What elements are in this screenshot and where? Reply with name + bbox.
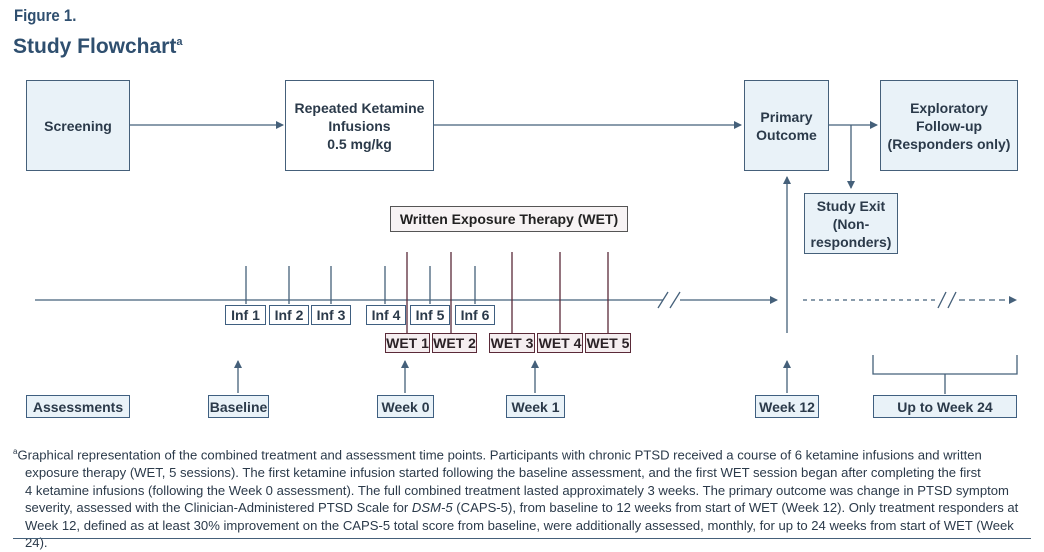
assessment-week24: Up to Week 24 [873,395,1017,418]
footnote-line-2: exposure therapy (WET, 5 sessions). The … [25,464,981,480]
figure-label: Figure 1. [14,6,77,25]
footnote: aGraphical representation of the combine… [13,443,1035,552]
study-exit-box: Study Exit (Non- responders) [804,193,898,254]
screening-box: Screening [26,80,130,171]
wet-tag-2: WET 2 [432,333,477,353]
infusion-tag-6: Inf 6 [455,305,495,325]
exploratory-followup-box: Exploratory Follow-up (Responders only) [880,80,1018,171]
title-footnote-marker: a [176,36,183,48]
primary-outcome-box: Primary Outcome [744,80,829,171]
footnote-line-4a: severity, assessed with the Clinician-Ad… [25,500,412,516]
timeline-followup-break-1 [937,291,947,309]
ketamine-infusions-box: Repeated Ketamine Infusions 0.5 mg/kg [285,80,434,171]
assessment-baseline: Baseline [208,395,269,418]
infusion-tag-3: Inf 3 [311,305,351,325]
bracket-week24 [872,355,1018,375]
assessment-week1: Week 1 [506,395,565,418]
timeline-break-mark-2 [669,291,681,309]
figure-title: Study Flowcharta [13,35,182,59]
footnote-line-4b: (CAPS-5), from baseline to 12 weeks from… [452,500,1019,516]
assessment-week12: Week 12 [755,395,819,418]
footnote-line-4-italic: DSM-5 [411,500,453,516]
timeline-followup-break-2 [947,291,957,309]
bottom-rule [13,538,1031,539]
footnote-line-5: Week 12, defined as at least 30% improve… [25,517,1014,551]
footnote-line-4: severity, assessed with the Clinician-Ad… [13,499,1035,517]
timeline-break-mark-1 [657,291,669,309]
footnote-line-1: aGraphical representation of the combine… [13,443,1035,464]
infusion-tag-1: Inf 1 [225,305,266,325]
footnote-line-1-text: Graphical representation of the combined… [17,447,982,463]
wet-bar: Written Exposure Therapy (WET) [390,206,628,232]
infusion-tag-4: Inf 4 [366,305,406,325]
assessments-label: Assessments [26,395,130,418]
wet-tag-4: WET 4 [537,333,583,353]
footnote-line-3: 4 ketamine infusions (following the Week… [25,482,1009,498]
wet-tag-3: WET 3 [489,333,535,353]
infusion-tag-5: Inf 5 [410,305,450,325]
figure-title-text: Study Flowchart [13,35,177,58]
assessment-week0: Week 0 [377,395,434,418]
footnote-marker: a [13,447,18,456]
wet-tag-1: WET 1 [385,333,430,353]
wet-tag-5: WET 5 [585,333,631,353]
infusion-tag-2: Inf 2 [269,305,309,325]
